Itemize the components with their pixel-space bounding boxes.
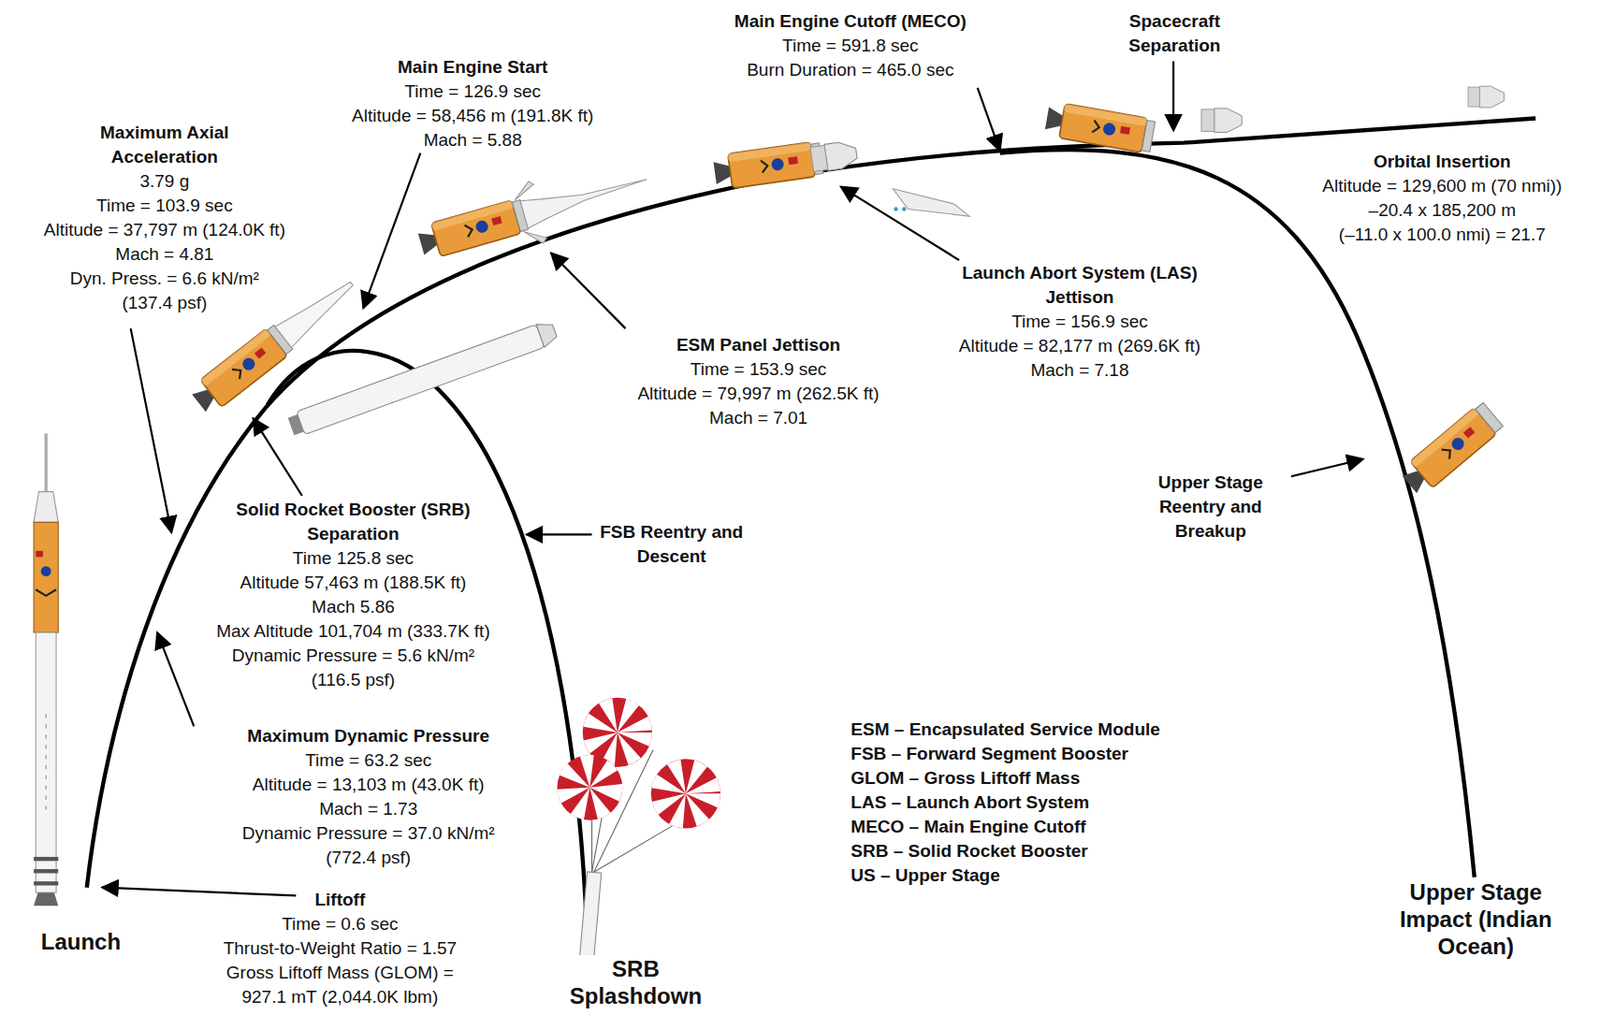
callout-group: Upper Stage Reentry and Breakup xyxy=(1128,470,1294,544)
callout-text: Mach = 5.88 xyxy=(421,128,524,153)
callout-title: ESM Panel Jettison xyxy=(674,333,843,358)
abbreviation-text: FSB – Forward Segment Booster xyxy=(848,741,1131,767)
callout-title: Spacecraft Separation xyxy=(1090,9,1258,59)
abbreviation-text: MECO – Main Engine Cutoff xyxy=(848,814,1088,840)
callout-group: Spacecraft Separation xyxy=(1090,9,1260,59)
callout-text: Time = 156.9 sec xyxy=(1009,309,1150,335)
solid-rocket-booster xyxy=(287,319,560,438)
callout-title: FSB Reentry and Descent xyxy=(593,520,751,569)
callout-text: Altitude = 82,177 m (269.6K ft) xyxy=(957,334,1203,359)
callout-text: (–11.0 x 100.0 nmi) = 21.7 xyxy=(1337,222,1548,248)
abbreviation-text: LAS – Launch Abort System xyxy=(848,790,1091,815)
callout-text: Time 125.8 sec xyxy=(290,546,416,571)
callout-group: ESM – Encapsulated Service ModuleFSB – F… xyxy=(848,717,1164,888)
callout-text: Gross Liftoff Mass (GLOM) = xyxy=(224,960,456,986)
callout-text: Time = 63.2 sec xyxy=(303,748,434,773)
callout-title: Orbital Insertion xyxy=(1371,149,1513,175)
leader-arrows xyxy=(101,60,1364,896)
callout-title: SRB Splashdown xyxy=(544,955,728,1010)
callout-text: 3.79 g xyxy=(137,169,191,194)
callout-text: 927.1 mT (2,044.0K lbm) xyxy=(239,985,440,1010)
callout-text: Time = 591.8 sec xyxy=(780,33,921,59)
callout-group: Solid Rocket Booster (SRB) SeparationTim… xyxy=(213,497,494,693)
callout-text: Altitude = 58,456 m (191.8K ft) xyxy=(349,103,596,129)
launch-vehicle xyxy=(33,433,59,906)
callout-text: Time = 126.9 sec xyxy=(402,79,543,104)
callout-text: Mach = 4.81 xyxy=(113,242,216,267)
abbreviation-text: SRB – Solid Rocket Booster xyxy=(848,839,1090,864)
callout-group: Main Engine StartTime = 126.9 secAltitud… xyxy=(349,55,597,153)
callout-text: Dynamic Pressure = 5.6 kN/m² xyxy=(230,643,477,669)
abbreviation-text: US – Upper Stage xyxy=(848,863,1002,888)
callout-group: Orbital InsertionAltitude = 129,600 m (7… xyxy=(1319,149,1566,248)
abbreviation-text: ESM – Encapsulated Service Module xyxy=(848,717,1163,742)
callout-text: Mach = 7.18 xyxy=(1028,358,1131,383)
callout-text: Mach = 1.73 xyxy=(317,797,420,822)
callout-title: Launch xyxy=(39,928,123,956)
callout-text: Altitude = 37,797 m (124.0K ft) xyxy=(42,218,288,243)
callout-group: Upper Stage Impact (Indian Ocean) xyxy=(1370,878,1582,960)
callout-group: ESM Panel JettisonTime = 153.9 secAltitu… xyxy=(634,333,883,431)
callout-title: Upper Stage Reentry and Breakup xyxy=(1129,470,1292,544)
parachutes xyxy=(556,698,720,984)
callout-title: Main Engine Start xyxy=(395,55,550,80)
callout-text: Time = 0.6 sec xyxy=(279,912,400,937)
callout-text: (772.4 psf) xyxy=(323,845,413,871)
callout-text: –20.4 x 185,200 m xyxy=(1367,198,1518,223)
callout-title: Maximum Axial Acceleration xyxy=(65,120,263,170)
callout-text: Altitude = 79,997 m (262.5K ft) xyxy=(635,381,881,407)
callout-title: Main Engine Cutoff (MECO) xyxy=(732,9,969,34)
callout-text: Time = 103.9 sec xyxy=(94,193,235,219)
callout-text: (116.5 psf) xyxy=(309,668,397,693)
callout-text: Burn Duration = 465.0 sec xyxy=(744,58,956,83)
callout-title: Upper Stage Impact (Indian Ocean) xyxy=(1371,878,1580,960)
callout-group: Maximum Dynamic PressureTime = 63.2 secA… xyxy=(239,724,498,871)
callout-title: Solid Rocket Booster (SRB) Separation xyxy=(218,497,489,547)
callout-group: Main Engine Cutoff (MECO)Time = 591.8 se… xyxy=(730,9,970,83)
callout-text: (137.4 psf) xyxy=(119,290,209,316)
callout-group: Maximum Axial Acceleration3.79 gTime = 1… xyxy=(40,120,289,316)
callout-text: Mach = 7.01 xyxy=(707,406,810,431)
callout-text: Mach 5.86 xyxy=(309,595,397,620)
callout-group: Launch xyxy=(37,928,124,956)
callout-text: Altitude = 13,103 m (43.0K ft) xyxy=(250,772,487,798)
callout-text: Time = 153.9 sec xyxy=(688,357,830,382)
callout-text: Altitude 57,463 m (188.5K ft) xyxy=(238,570,469,596)
callout-group: LiftoffTime = 0.6 secThrust-to-Weight Ra… xyxy=(219,887,460,1010)
callout-text: Altitude = 129,600 m (70 nmi)) xyxy=(1320,174,1564,199)
abbreviation-text: GLOM – Gross Liftoff Mass xyxy=(848,766,1082,791)
callout-group: Launch Abort System (LAS) JettisonTime =… xyxy=(944,261,1216,383)
callout-title: Maximum Dynamic Pressure xyxy=(245,724,492,749)
callout-title: Liftoff xyxy=(312,887,367,913)
callout-text: Dyn. Press. = 6.6 kN/m² xyxy=(68,266,262,291)
callout-group: SRB Splashdown xyxy=(543,955,728,1010)
callout-text: Dynamic Pressure = 37.0 kN/m² xyxy=(240,821,497,846)
callout-text: Max Altitude 101,704 m (333.7K ft) xyxy=(214,619,493,644)
callout-title: Launch Abort System (LAS) Jettison xyxy=(945,261,1215,310)
callout-text: Thrust-to-Weight Ratio = 1.57 xyxy=(221,936,459,961)
callout-group: FSB Reentry and Descent xyxy=(592,520,752,569)
